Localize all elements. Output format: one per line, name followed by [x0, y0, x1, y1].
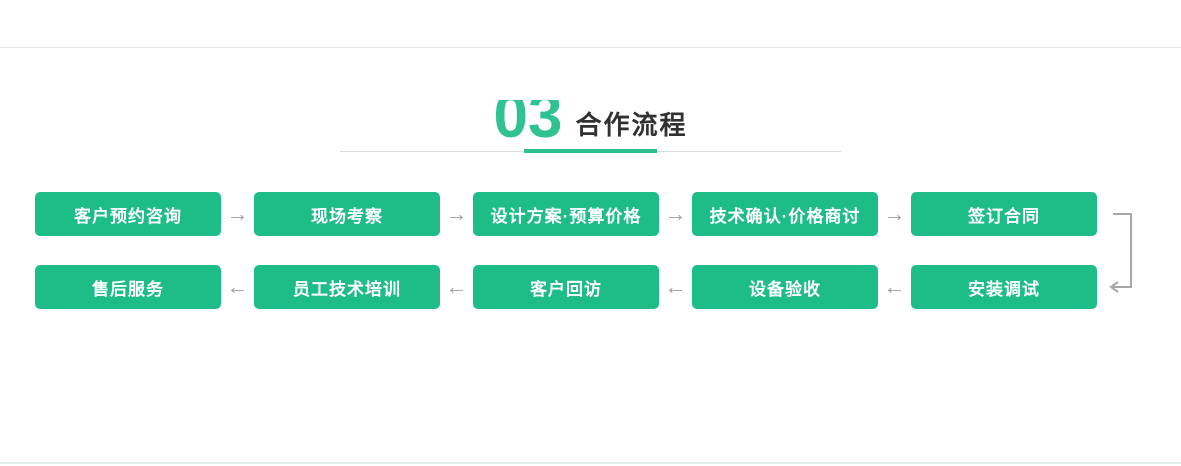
right-arrow-icon: → — [664, 201, 687, 226]
left-arrow-icon: ← — [445, 274, 468, 299]
flow-step: 签订合同 — [911, 192, 1097, 236]
section-number: 03 — [493, 82, 563, 151]
section-header: 03 合作流程 — [0, 86, 1181, 148]
right-arrow-icon: → — [883, 201, 906, 226]
flow-step: 技术确认·价格商讨 — [692, 192, 878, 236]
top-divider-line — [0, 47, 1181, 48]
row-connector-arrow-icon — [1109, 213, 1132, 293]
flow-step: 客户回访 — [473, 265, 659, 309]
flow-step: 设备验收 — [692, 265, 878, 309]
section-title: 合作流程 — [575, 110, 688, 140]
bottom-divider-line — [0, 462, 1181, 464]
right-arrow-icon: → — [226, 201, 249, 226]
left-arrow-icon: ← — [226, 274, 249, 299]
flow-step: 安装调试 — [911, 265, 1097, 309]
flow-step: 现场考察 — [254, 192, 440, 236]
flow-step: 员工技术培训 — [254, 265, 440, 309]
flow-step: 设计方案·预算价格 — [473, 192, 659, 236]
right-arrow-icon: → — [445, 201, 468, 226]
flow-row-2: 售后服务←员工技术培训←客户回访←设备验收←安装调试 — [35, 265, 1097, 309]
flow-step: 售后服务 — [35, 265, 221, 309]
left-arrow-icon: ← — [664, 274, 687, 299]
flow-row-1: 客户预约咨询→现场考察→设计方案·预算价格→技术确认·价格商讨→签订合同 — [35, 192, 1097, 236]
flow-step: 客户预约咨询 — [35, 192, 221, 236]
header-underline-accent — [524, 149, 657, 153]
process-flow-diagram: 客户预约咨询→现场考察→设计方案·预算价格→技术确认·价格商讨→签订合同售后服务… — [35, 192, 1097, 309]
left-arrow-icon: ← — [883, 274, 906, 299]
